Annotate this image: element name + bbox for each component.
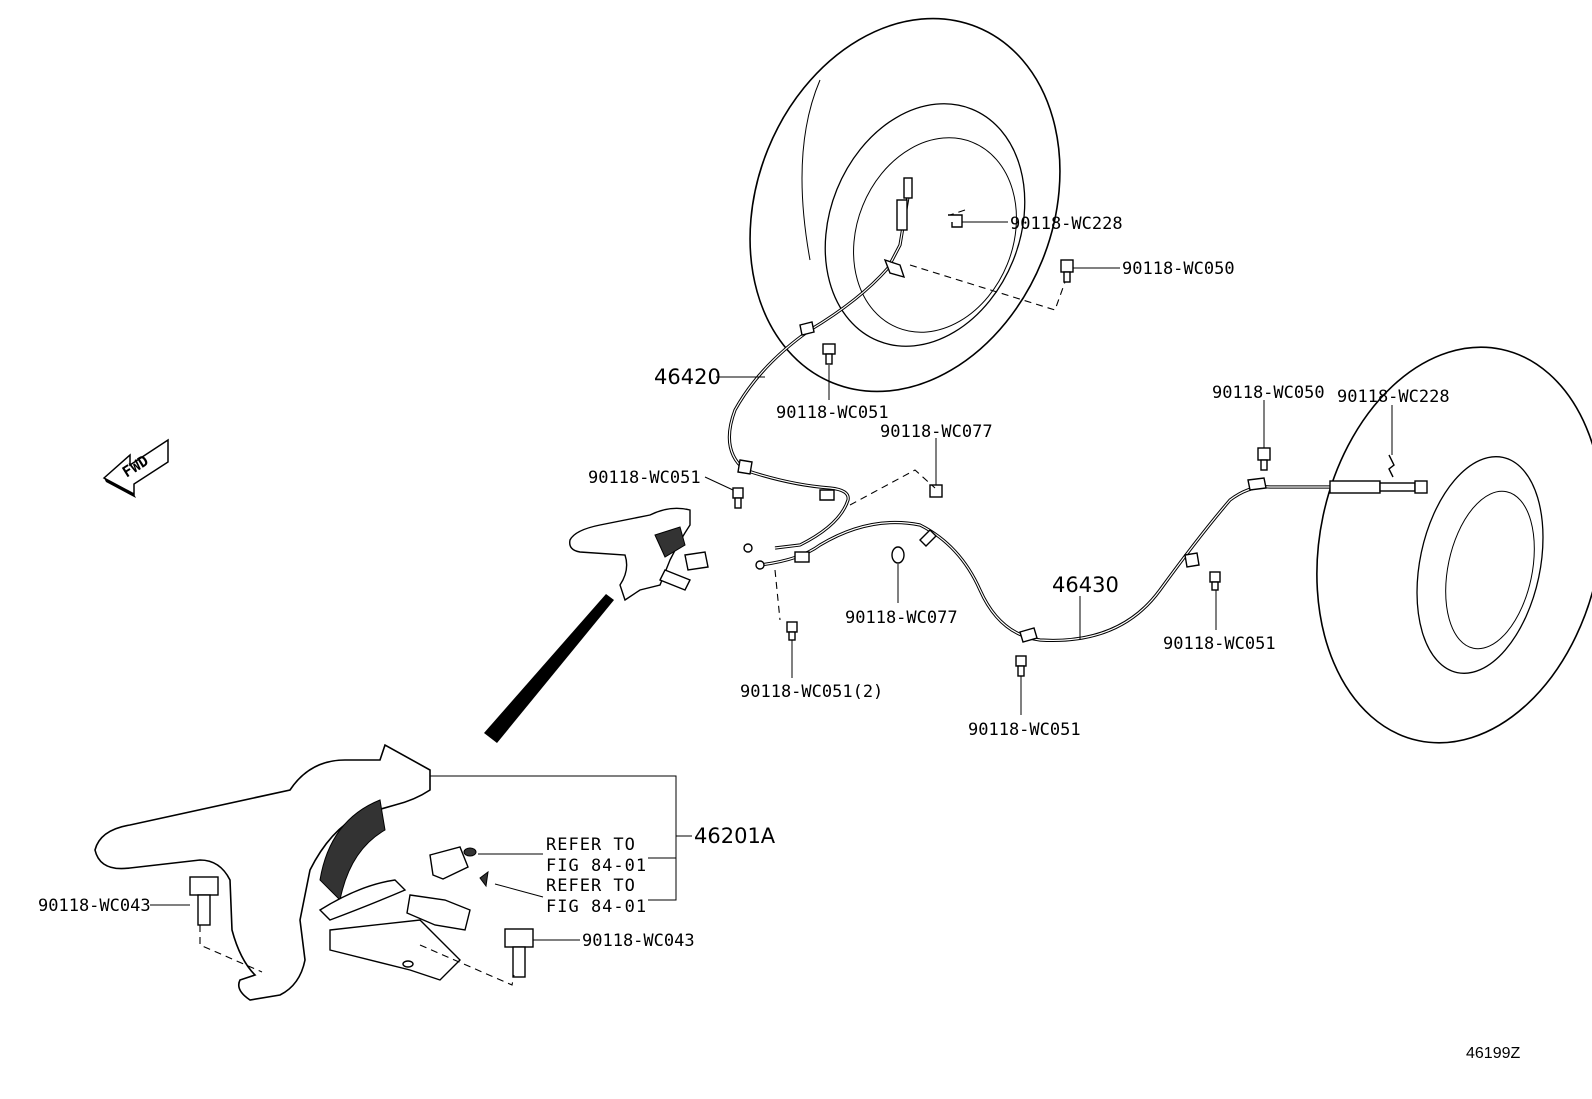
cable-46420 bbox=[727, 177, 913, 553]
lever-overview bbox=[484, 507, 709, 743]
label-wc228-right: 90118-WC228 bbox=[1337, 387, 1450, 407]
label-wc051-a: 90118-WC051 bbox=[776, 403, 889, 423]
lever-detail bbox=[94, 743, 489, 1001]
label-wc050-left: 90118-WC050 bbox=[1122, 259, 1235, 279]
callout-labels: 90118-WC228 90118-WC050 90118-WC051 9011… bbox=[38, 214, 1520, 1062]
refer-to-2-line2: FIG 84-01 bbox=[546, 897, 647, 917]
label-cable-46430: 46430 bbox=[1052, 573, 1119, 597]
upper-wheel bbox=[749, 17, 1061, 393]
label-wc051-2: 90118-WC051(2) bbox=[740, 682, 883, 702]
refer-to-1-line1: REFER TO bbox=[546, 835, 636, 855]
label-wc051-d: 90118-WC051 bbox=[968, 720, 1081, 740]
label-cable-46420: 46420 bbox=[654, 365, 721, 389]
leader-lines bbox=[150, 221, 1393, 941]
label-wc077-b: 90118-WC077 bbox=[845, 608, 958, 628]
cable-46430 bbox=[755, 477, 1428, 643]
diagram-id: 46199Z bbox=[1466, 1045, 1520, 1062]
fwd-arrow: FWD bbox=[102, 438, 169, 498]
label-wc043-right: 90118-WC043 bbox=[582, 931, 695, 951]
lower-wheel bbox=[1316, 346, 1592, 744]
refer-to-2-line1: REFER TO bbox=[546, 876, 636, 896]
fasteners bbox=[189, 214, 1395, 978]
label-wc051-c: 90118-WC051 bbox=[1163, 634, 1276, 654]
label-lever-46201a: 46201A bbox=[694, 824, 776, 848]
label-wc050-right: 90118-WC050 bbox=[1212, 383, 1325, 403]
dashed-guides bbox=[199, 209, 1066, 986]
label-wc043-left: 90118-WC043 bbox=[38, 896, 151, 916]
refer-to-1-line2: FIG 84-01 bbox=[546, 856, 647, 876]
label-wc051-b: 90118-WC051 bbox=[588, 468, 701, 488]
label-wc077-a: 90118-WC077 bbox=[880, 422, 993, 442]
label-wc228-left: 90118-WC228 bbox=[1010, 214, 1123, 234]
